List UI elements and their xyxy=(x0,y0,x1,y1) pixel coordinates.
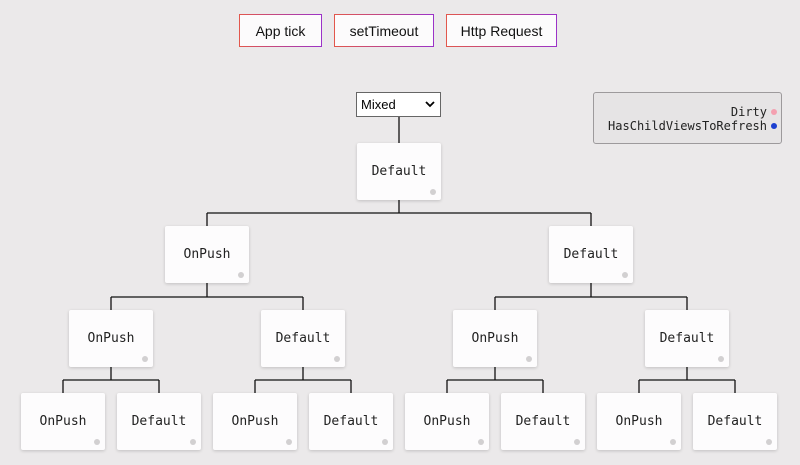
dirty-dot-icon xyxy=(771,109,777,115)
status-dot-icon xyxy=(670,439,676,445)
set-timeout-button[interactable]: setTimeout xyxy=(334,14,434,47)
status-dot-icon xyxy=(94,439,100,445)
tree-node-l3[interactable]: OnPush xyxy=(213,393,297,450)
node-label: Default xyxy=(323,414,379,429)
tree-node-l2[interactable]: OnPush xyxy=(453,310,537,367)
status-dot-icon xyxy=(526,356,532,362)
status-dot-icon xyxy=(430,189,436,195)
status-dot-icon xyxy=(622,272,628,278)
legend-dirty: Dirty xyxy=(730,105,777,119)
status-dot-icon xyxy=(286,439,292,445)
node-label: OnPush xyxy=(471,331,519,346)
legend-has-child: HasChildViewsToRefresh xyxy=(608,119,777,133)
legend-dirty-label: Dirty xyxy=(730,105,767,119)
tree-node-l2[interactable]: Default xyxy=(261,310,345,367)
chevron-down-icon xyxy=(425,101,435,108)
node-label: OnPush xyxy=(183,247,231,262)
status-dot-icon xyxy=(718,356,724,362)
node-label: OnPush xyxy=(615,414,663,429)
status-dot-icon xyxy=(766,439,772,445)
legend-has-child-label: HasChildViewsToRefresh xyxy=(608,119,767,133)
node-label: OnPush xyxy=(87,331,135,346)
strategy-select[interactable]: Mixed xyxy=(356,92,441,117)
node-label: OnPush xyxy=(39,414,87,429)
tree-node-l3[interactable]: OnPush xyxy=(597,393,681,450)
legend-panel: Dirty HasChildViewsToRefresh xyxy=(593,92,782,144)
has-child-dot-icon xyxy=(771,123,777,129)
tree-node-l3[interactable]: OnPush xyxy=(405,393,489,450)
tree-node-l3[interactable]: OnPush xyxy=(21,393,105,450)
status-dot-icon xyxy=(382,439,388,445)
tree-node-root[interactable]: Default xyxy=(357,143,441,200)
app-tick-button[interactable]: App tick xyxy=(239,14,322,47)
status-dot-icon xyxy=(238,272,244,278)
node-label: Default xyxy=(131,414,187,429)
tree-node-l1[interactable]: OnPush xyxy=(165,226,249,283)
http-request-button[interactable]: Http Request xyxy=(446,14,557,47)
tree-node-l3[interactable]: Default xyxy=(309,393,393,450)
tree-node-l2[interactable]: OnPush xyxy=(69,310,153,367)
status-dot-icon xyxy=(478,439,484,445)
tree-node-l3[interactable]: Default xyxy=(501,393,585,450)
node-label: Default xyxy=(563,247,619,262)
status-dot-icon xyxy=(574,439,580,445)
status-dot-icon xyxy=(142,356,148,362)
tree-node-l3[interactable]: Default xyxy=(117,393,201,450)
node-label: Default xyxy=(515,414,571,429)
status-dot-icon xyxy=(334,356,340,362)
node-label: Default xyxy=(707,414,763,429)
tree-node-l1[interactable]: Default xyxy=(549,226,633,283)
strategy-select-value: Mixed xyxy=(361,97,396,112)
tree-node-l2[interactable]: Default xyxy=(645,310,729,367)
node-label: Default xyxy=(659,331,715,346)
status-dot-icon xyxy=(190,439,196,445)
node-label: Default xyxy=(275,331,331,346)
node-label: OnPush xyxy=(423,414,471,429)
tree-node-l3[interactable]: Default xyxy=(693,393,777,450)
node-label: OnPush xyxy=(231,414,279,429)
node-label: Default xyxy=(371,164,427,179)
